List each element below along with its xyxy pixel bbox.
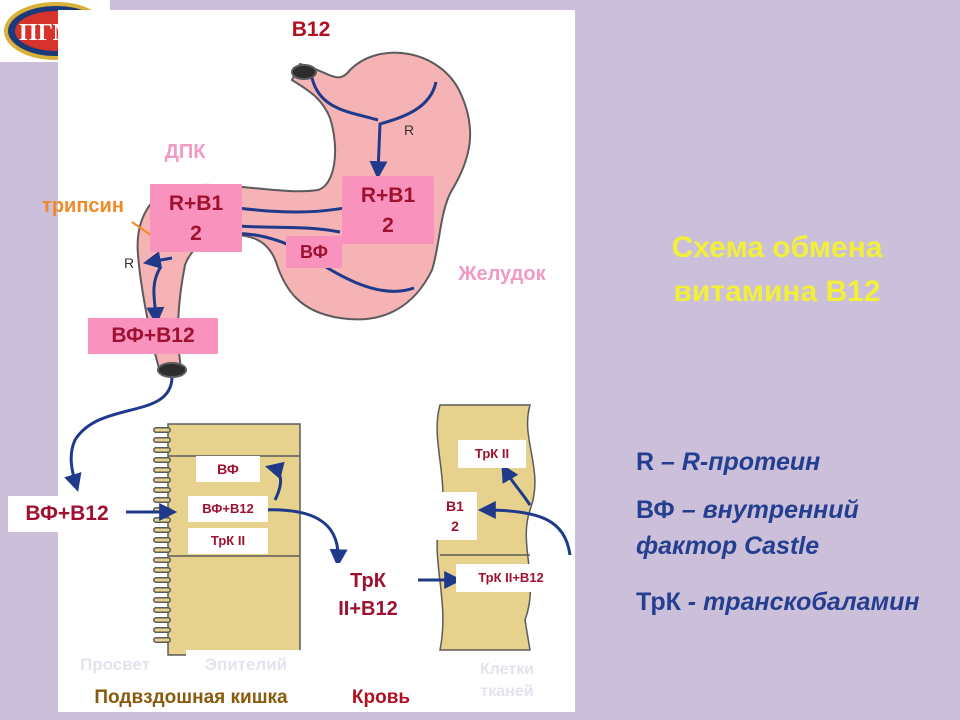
legend-key: ТрК — [636, 588, 681, 616]
label-b12-top: В12 — [275, 14, 347, 46]
box-rb12-stomach: R+В1 2 — [342, 176, 434, 244]
label-trypsin: трипсин — [42, 195, 124, 217]
box-vf-cell: ВФ — [196, 456, 260, 482]
legend-item-vf: ВФ – внутренний фактор Castle — [636, 492, 936, 564]
arrow-r-in — [369, 81, 438, 180]
caption-lumen: Просвет — [66, 650, 164, 680]
box-trkb12-tissue: ТрК II+В12 — [456, 564, 566, 592]
arrow-tissue-release — [477, 501, 572, 556]
box-vfb12-lumen: ВФ+В12 — [8, 496, 126, 532]
legend-text: - транскобаламин — [680, 588, 920, 616]
caption-blood: Кровь — [351, 687, 411, 708]
label-dpk: ДПК — [136, 134, 234, 170]
r-label-stomach: R — [404, 122, 414, 138]
label-stomach: Желудок — [438, 254, 566, 294]
arrow-to-ileum — [64, 377, 174, 492]
box-vfb12-duodenum: ВФ+В12 — [88, 318, 218, 354]
box-b12-tissue: В1 2 — [433, 492, 477, 540]
legend-item-r: R – R-протеин — [636, 444, 936, 480]
caption-epithelium: Эпителий — [186, 650, 306, 680]
box-vf-stomach: ВФ — [286, 236, 342, 268]
arrow-vf-recycle — [265, 461, 285, 501]
legend-text: – внутренний фактор Castle — [636, 496, 859, 560]
arrow-b12-in — [310, 77, 379, 122]
box-trk-tissue: ТрК II — [458, 440, 526, 468]
arrow-release-r — [142, 251, 173, 269]
box-trk-cell: ТрК II — [188, 528, 268, 554]
caption-ileum: Подвздошная кишка — [94, 687, 288, 708]
r-label-duodenum: R — [124, 255, 134, 271]
arrow-down-duodenum — [146, 267, 165, 326]
box-trk-blood: ТрК II+В12 — [318, 563, 418, 627]
esophagus-opening — [291, 64, 317, 80]
arrow-to-blood — [261, 508, 348, 568]
duodenum-opening — [157, 362, 187, 378]
legend-key: ВФ — [636, 496, 675, 524]
legend-item-trk: ТрК - транскобаламин — [636, 584, 936, 620]
arrow-trk-recycle — [501, 463, 532, 506]
legend-text: – R-протеин — [654, 448, 821, 476]
box-vfb12-cell: ВФ+В12 — [188, 496, 268, 522]
caption-tissue-cells: Клетки тканей — [442, 656, 572, 704]
slide-title: Схема обмена витамина В12 — [671, 231, 883, 308]
microvilli-fill — [154, 428, 170, 642]
legend-key: R — [636, 448, 655, 476]
box-rb12-duodenum: R+В1 2 — [150, 184, 242, 252]
